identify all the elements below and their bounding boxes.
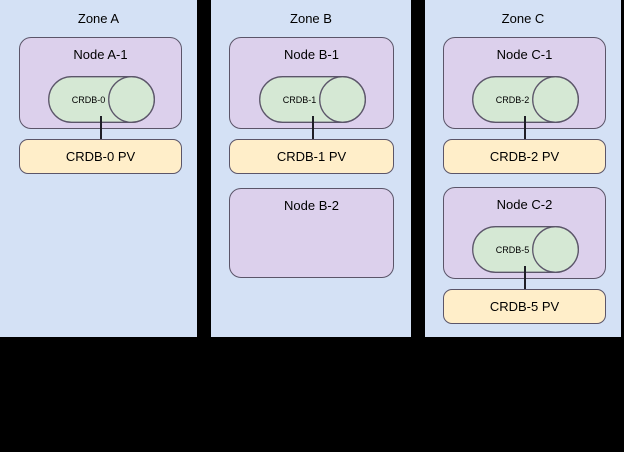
node-b-1[interactable]: Node B-1 CRDB-1 <box>229 37 394 129</box>
zone-a: Zone A Node A-1 CRDB-0 CRDB-0 PV <box>0 0 197 337</box>
database-cylinder-crdb-0[interactable]: CRDB-0 <box>48 76 155 123</box>
pv-crdb-2[interactable]: CRDB-2 PV <box>443 139 606 174</box>
zone-a-title: Zone A <box>77 11 120 26</box>
node-c-2[interactable]: Node C-2 CRDB-5 <box>443 187 606 279</box>
cylinder-shape-icon <box>472 76 579 123</box>
pv-crdb-0[interactable]: CRDB-0 PV <box>19 139 182 174</box>
pv-crdb-1[interactable]: CRDB-1 PV <box>229 139 394 174</box>
database-cylinder-crdb-1[interactable]: CRDB-1 <box>259 76 366 123</box>
node-b-2[interactable]: Node B-2 <box>229 188 394 278</box>
zone-c-title: Zone C <box>501 11 545 26</box>
cylinder-shape-icon <box>472 226 579 273</box>
node-a-1-title: Node A-1 <box>73 47 128 62</box>
node-c-1-title: Node C-1 <box>496 47 553 62</box>
cylinder-shape-icon <box>259 76 366 123</box>
node-b-1-title: Node B-1 <box>284 47 339 62</box>
database-cylinder-crdb-2[interactable]: CRDB-2 <box>472 76 579 123</box>
zone-b: Zone B Node B-1 CRDB-1 CRDB-1 PV Node B-… <box>211 0 411 337</box>
zone-b-title: Zone B <box>290 11 332 26</box>
connector-crdb-5-to-pv <box>524 266 526 289</box>
node-c-2-title: Node C-2 <box>496 197 553 212</box>
connector-crdb-0-to-pv <box>100 116 102 139</box>
connector-crdb-1-to-pv <box>312 116 314 139</box>
pv-crdb-1-label: CRDB-1 PV <box>276 149 347 164</box>
database-label-crdb-1: CRDB-1 <box>282 94 317 105</box>
database-label-crdb-5: CRDB-5 <box>495 244 530 255</box>
database-label-crdb-2: CRDB-2 <box>495 94 530 105</box>
node-b-2-title: Node B-2 <box>284 198 339 213</box>
connector-crdb-2-to-pv <box>524 116 526 139</box>
zone-c: Zone C Node C-1 CRDB-2 CRDB-2 PV Node C-… <box>425 0 621 337</box>
pv-crdb-5[interactable]: CRDB-5 PV <box>443 289 606 324</box>
pv-crdb-2-label: CRDB-2 PV <box>489 149 560 164</box>
node-c-1[interactable]: Node C-1 CRDB-2 <box>443 37 606 129</box>
node-a-1[interactable]: Node A-1 CRDB-0 <box>19 37 182 129</box>
database-cylinder-crdb-5[interactable]: CRDB-5 <box>472 226 579 273</box>
cylinder-shape-icon <box>48 76 155 123</box>
pv-crdb-5-label: CRDB-5 PV <box>489 299 560 314</box>
pv-crdb-0-label: CRDB-0 PV <box>65 149 136 164</box>
database-label-crdb-0: CRDB-0 <box>71 94 106 105</box>
